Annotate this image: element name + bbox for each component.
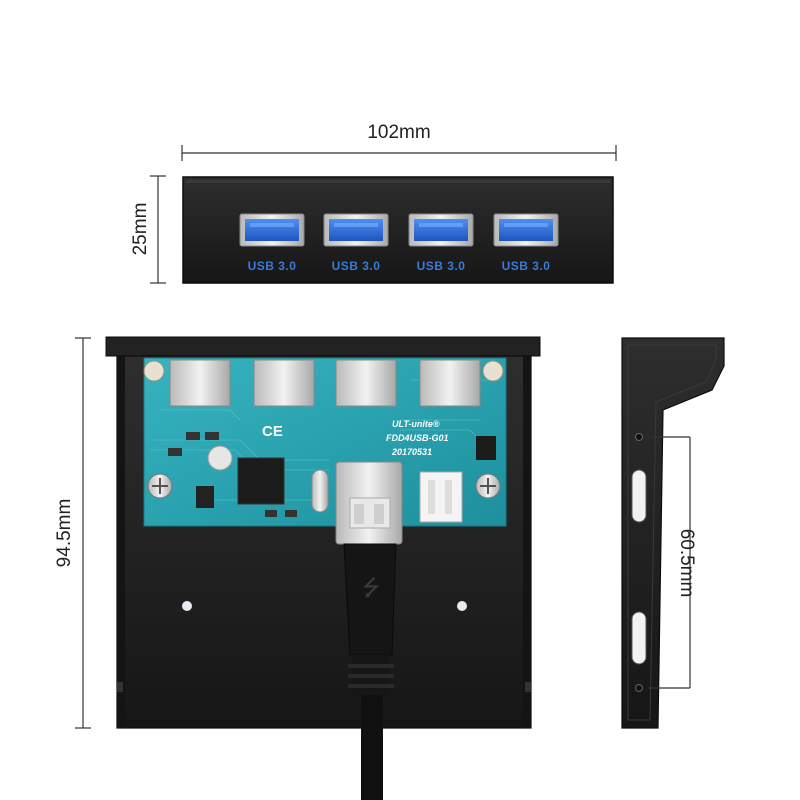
led-right-icon bbox=[457, 601, 467, 611]
usb-port-3[interactable] bbox=[408, 213, 474, 247]
side-view bbox=[621, 337, 725, 729]
screw-left bbox=[147, 473, 173, 499]
ce-mark: CE bbox=[262, 423, 283, 440]
usb-port-label-1: USB 3.0 bbox=[248, 259, 297, 273]
rear-view: CE ULT-unite® FDD4USB-G01 20170531 ⭍ bbox=[105, 336, 541, 800]
hole-spacing-dimension: 60.5mm bbox=[648, 436, 697, 689]
width-dimension: 102mm bbox=[181, 122, 617, 161]
pcb-date: 20170531 bbox=[391, 447, 432, 457]
usb-port-2[interactable] bbox=[323, 213, 389, 247]
controller-chip bbox=[237, 457, 285, 505]
hole-spacing-label: 60.5mm bbox=[676, 529, 697, 598]
pcb-model: FDD4USB-G01 bbox=[386, 433, 449, 443]
back-height-dimension: 94.5mm bbox=[54, 337, 91, 729]
usb-cable: ⭍ bbox=[335, 461, 403, 800]
front-height-dimension: 25mm bbox=[130, 175, 166, 284]
width-dimension-label: 102mm bbox=[367, 122, 430, 143]
led-left-icon bbox=[182, 601, 192, 611]
usb-port-label-4: USB 3.0 bbox=[502, 259, 551, 273]
usb-port-label-2: USB 3.0 bbox=[332, 259, 381, 273]
usb-port-4[interactable] bbox=[493, 213, 559, 247]
usb-logo-icon: ⭍ bbox=[362, 576, 380, 601]
usb-port-1[interactable] bbox=[239, 213, 305, 247]
front-panel: USB 3.0 USB 3.0 USB 3.0 USB 3.0 bbox=[182, 176, 614, 284]
front-height-label: 25mm bbox=[130, 203, 151, 256]
pcb-brand: ULT-unite® bbox=[392, 419, 440, 429]
pcb-board: CE ULT-unite® FDD4USB-G01 20170531 bbox=[143, 357, 507, 527]
screw-right bbox=[475, 473, 501, 499]
usb-port-label-3: USB 3.0 bbox=[417, 259, 466, 273]
back-height-label: 94.5mm bbox=[54, 499, 75, 568]
